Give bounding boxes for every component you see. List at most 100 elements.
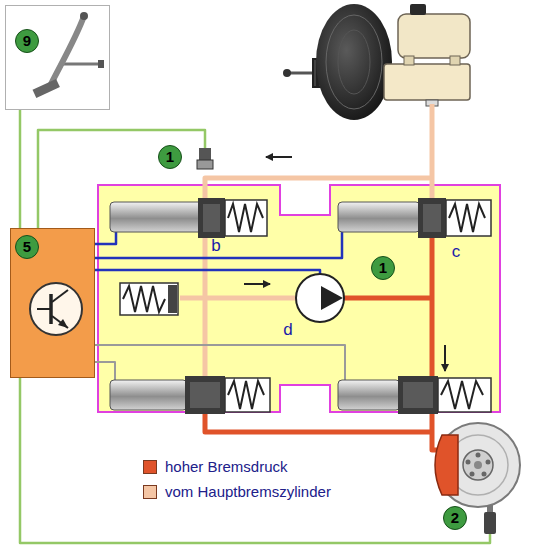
callout-number: 2 bbox=[443, 506, 467, 530]
solenoid-valve-part bbox=[446, 200, 491, 236]
brake-pipe-part bbox=[432, 238, 442, 450]
signal-wire-part bbox=[95, 345, 345, 380]
accumulator-part bbox=[120, 283, 178, 315]
legend-entry: hoher Bremsdruck bbox=[143, 459, 288, 475]
brake-disc-part bbox=[476, 453, 481, 458]
solenoid-valve-part bbox=[225, 200, 267, 236]
pressure-sensor bbox=[197, 148, 213, 169]
solenoid-valve-part bbox=[185, 376, 225, 414]
pump-symbol-part bbox=[321, 286, 343, 310]
solenoid-valve-part bbox=[228, 204, 263, 232]
flow-arrow bbox=[244, 157, 445, 371]
brake-pipe bbox=[180, 104, 442, 450]
solenoid-valve bbox=[110, 198, 491, 414]
hydraulic-unit bbox=[98, 185, 500, 412]
brake-booster-part bbox=[283, 69, 291, 77]
control-unit: 5 bbox=[10, 228, 95, 378]
valve-letter: b bbox=[211, 237, 220, 254]
signal-wire bbox=[19, 110, 22, 228]
solenoid-valve-part bbox=[441, 381, 483, 409]
solenoid-valve-part bbox=[190, 382, 220, 408]
brake-disc-part bbox=[436, 423, 520, 507]
pressure-sensor-part bbox=[199, 148, 211, 160]
pedal-box-figure-part bbox=[33, 79, 60, 98]
callout-number: 1 bbox=[371, 256, 395, 280]
pressure-sensor-part bbox=[197, 160, 213, 169]
control-unit-figure-part bbox=[58, 319, 68, 328]
signal-wire-part bbox=[95, 232, 342, 258]
master-cylinder-part bbox=[384, 64, 470, 100]
brake-disc bbox=[435, 423, 520, 507]
brake-pipe-part bbox=[180, 296, 297, 301]
accumulator-part bbox=[123, 286, 165, 312]
pedal-box-figure-part bbox=[50, 16, 84, 86]
accumulator bbox=[120, 283, 178, 315]
pump-letter: d bbox=[283, 321, 292, 338]
brake-booster-part bbox=[315, 60, 316, 86]
master-cylinder-part bbox=[450, 56, 460, 65]
brake-disc-part bbox=[482, 472, 487, 477]
solenoid-valve-part bbox=[198, 198, 225, 238]
signal-wire-part bbox=[20, 378, 490, 543]
master-cylinder bbox=[384, 4, 470, 106]
wheel-speed-sensor-part bbox=[487, 505, 493, 513]
brake-disc-part bbox=[435, 435, 458, 495]
solenoid-valve-part bbox=[225, 378, 270, 412]
solenoid-valve-part bbox=[449, 204, 485, 232]
pedal-box-figure-part bbox=[98, 60, 104, 68]
pedal-box: 9 bbox=[5, 5, 110, 110]
brake-disc-part bbox=[463, 450, 493, 480]
master-cylinder-part bbox=[398, 14, 470, 58]
solenoid-valve-part bbox=[228, 381, 264, 409]
wheel-speed-sensor bbox=[484, 505, 496, 534]
brake-booster-part bbox=[326, 15, 382, 109]
wheel-speed-sensor-part bbox=[484, 512, 496, 534]
solenoid-valve-part bbox=[110, 202, 202, 232]
solenoid-valve-part bbox=[203, 204, 220, 232]
control-unit-figure-part bbox=[52, 290, 68, 302]
callout-number: 5 bbox=[15, 235, 39, 259]
brake-booster-part bbox=[338, 30, 370, 94]
callout-number: 9 bbox=[15, 29, 39, 53]
brake-disc-part bbox=[466, 460, 471, 465]
solenoid-valve-part bbox=[418, 198, 446, 238]
brake-disc-part bbox=[470, 472, 475, 477]
flow-arrow-part bbox=[244, 283, 270, 285]
brake-pipe-part bbox=[205, 178, 432, 380]
brake-pipe-part bbox=[344, 296, 432, 301]
solenoid-valve-part bbox=[403, 382, 433, 408]
solenoid-valve-part bbox=[438, 378, 491, 412]
legend-text: vom Hauptbremszylinder bbox=[165, 484, 331, 500]
control-unit-figure-part bbox=[37, 308, 50, 310]
brake-pipe-part bbox=[430, 104, 435, 200]
solenoid-valve-part bbox=[338, 202, 420, 232]
pump-symbol-part bbox=[296, 274, 344, 322]
brake-disc-part bbox=[486, 460, 491, 465]
flow-arrow-part bbox=[266, 156, 292, 158]
pedal-box-figure-part bbox=[80, 12, 88, 20]
pedal-box-figure bbox=[6, 6, 111, 111]
callout-number: 1 bbox=[158, 145, 182, 169]
solenoid-valve-part bbox=[398, 376, 438, 414]
signal-wire-part bbox=[95, 270, 320, 274]
signal-wire-part bbox=[95, 232, 116, 244]
solenoid-valve-part bbox=[423, 204, 441, 232]
accumulator-part bbox=[168, 285, 177, 313]
pump-symbol bbox=[296, 274, 344, 322]
brake-booster bbox=[283, 4, 392, 120]
legend-swatch bbox=[143, 485, 157, 499]
control-unit-figure-part bbox=[30, 283, 82, 335]
signal-wire-part bbox=[95, 362, 115, 380]
brake-booster-part bbox=[316, 4, 392, 120]
brake-disc-part bbox=[474, 461, 482, 469]
solenoid-valve-part bbox=[110, 380, 187, 410]
valve-letter: c bbox=[452, 243, 461, 260]
master-cylinder-part bbox=[410, 4, 426, 15]
flow-arrow-part bbox=[444, 345, 446, 371]
legend-text: hoher Bremsdruck bbox=[165, 459, 288, 475]
legend-entry: vom Hauptbremszylinder bbox=[143, 484, 331, 500]
control-unit-figure-part bbox=[52, 316, 68, 328]
control-unit-figure-part bbox=[49, 294, 53, 324]
master-cylinder-part bbox=[404, 56, 414, 65]
